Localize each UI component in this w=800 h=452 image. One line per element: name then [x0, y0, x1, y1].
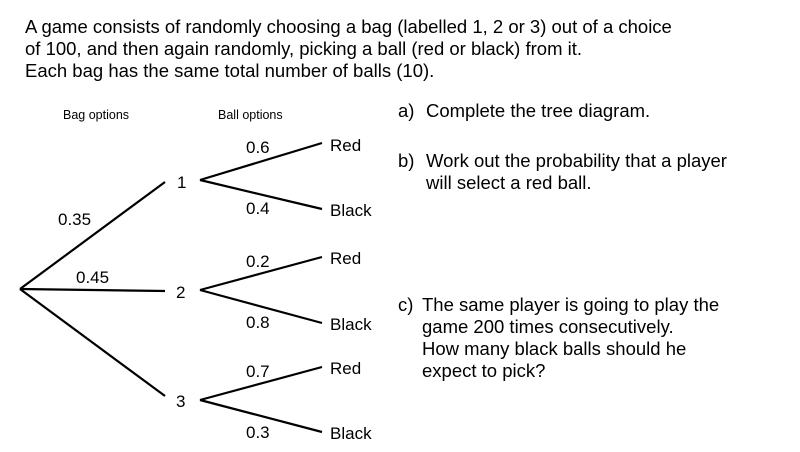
prob-bag2-black: 0.8 [246, 313, 270, 332]
branch-bag1-red [199, 141, 323, 182]
outcome-red: Red [330, 136, 361, 155]
prob-bag1-black: 0.4 [246, 199, 270, 218]
question-line: will select a red ball. [426, 172, 592, 193]
branch-bag3-red [199, 365, 323, 402]
problem-statement: A game consists of randomly choosing a b… [25, 16, 795, 82]
prob-bag3-black: 0.3 [246, 423, 270, 442]
prob-bag2-red: 0.2 [246, 252, 270, 271]
branch-bag1-black [199, 178, 323, 211]
branch-bag3-black [199, 398, 323, 434]
problem-line: A game consists of randomly choosing a b… [25, 16, 672, 37]
question-letter: a) [398, 100, 415, 121]
question-line: game 200 times consecutively. [422, 316, 674, 337]
question-letter: c) [398, 294, 414, 315]
outcome-black: Black [330, 201, 372, 220]
question-line: Work out the probability that a player [426, 150, 727, 171]
branch-bag-1 [19, 181, 166, 290]
ball-options-header: Ball options [218, 108, 283, 122]
question-line: expect to pick? [422, 360, 546, 381]
question-c: c) The same player is going to play the … [398, 294, 719, 382]
bag-node-1: 1 [177, 173, 186, 192]
bag-options-header: Bag options [63, 108, 129, 122]
problem-line: of 100, and then again randomly, picking… [25, 38, 583, 59]
prob-bag-2: 0.45 [76, 268, 109, 287]
branch-bag-3 [19, 288, 166, 397]
question-line: The same player is going to play the [422, 294, 720, 315]
bag-branches [19, 181, 166, 397]
outcome-black: Black [330, 424, 372, 443]
branch-bag-2 [19, 287, 166, 293]
prob-bag3-red: 0.7 [246, 362, 270, 381]
bag-node-2: 2 [176, 283, 185, 302]
question-b: b) Work out the probability that a playe… [398, 150, 727, 194]
outcome-red: Red [330, 249, 361, 268]
question-line: Complete the tree diagram. [426, 100, 651, 121]
prob-bag1-red: 0.6 [246, 138, 270, 157]
question-letter: b) [398, 150, 415, 171]
question-a: a) Complete the tree diagram. [398, 100, 650, 122]
bag-node-3: 3 [176, 392, 185, 411]
outcome-black: Black [330, 315, 372, 334]
branch-bag2-black [199, 288, 323, 325]
branch-bag2-red [199, 255, 323, 292]
question-line: How many black balls should he [422, 338, 687, 359]
problem-line: Each bag has the same total number of ba… [25, 60, 435, 81]
ball-branches [199, 141, 323, 434]
outcome-red: Red [330, 359, 361, 378]
prob-bag-1: 0.35 [58, 210, 91, 229]
